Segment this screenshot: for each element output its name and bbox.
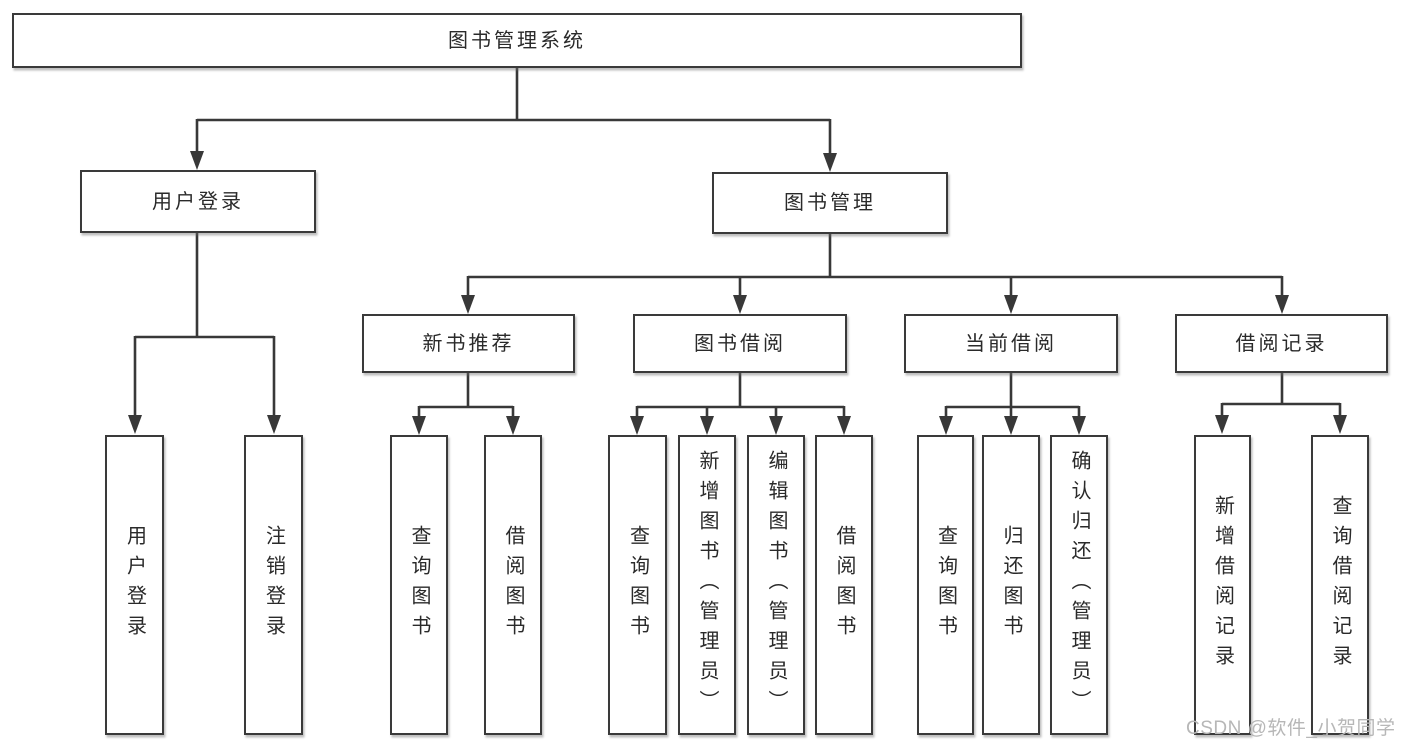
leaf-add-borrow-record-label: 新增借阅记录 — [1211, 495, 1234, 675]
leaf-query-books-3: 查询图书 — [917, 435, 974, 735]
leaf-query-books-3-label: 查询图书 — [934, 525, 957, 645]
connector-new-book-rec-children — [412, 373, 520, 435]
leaf-borrow-books-1: 借阅图书 — [484, 435, 542, 735]
connector-root-to-level2 — [190, 68, 837, 172]
connector-book-borrow-children — [630, 373, 851, 435]
leaf-query-books-2-label: 查询图书 — [626, 525, 649, 645]
connector-book-mgmt-children — [461, 234, 1289, 314]
leaf-add-borrow-record: 新增借阅记录 — [1194, 435, 1251, 735]
node-borrow-records-label: 借阅记录 — [1235, 332, 1328, 355]
node-borrow-records: 借阅记录 — [1175, 314, 1388, 373]
leaf-user-login: 用户登录 — [105, 435, 164, 735]
leaf-edit-books-admin: 编辑图书（管理员） — [747, 435, 805, 735]
connector-current-borrow-children — [939, 373, 1086, 435]
leaf-add-books-admin: 新增图书（管理员） — [678, 435, 736, 735]
node-book-borrowing-label: 图书借阅 — [694, 332, 786, 355]
node-current-borrowing-label: 当前借阅 — [965, 332, 1057, 355]
leaf-add-books-admin-label: 新增图书（管理员） — [696, 450, 718, 720]
leaf-borrow-books-2-label: 借阅图书 — [833, 525, 855, 645]
node-book-management: 图书管理 — [712, 172, 948, 234]
leaf-query-borrow-record: 查询借阅记录 — [1311, 435, 1369, 735]
leaf-borrow-books-2: 借阅图书 — [815, 435, 873, 735]
node-book-borrowing: 图书借阅 — [633, 314, 847, 373]
leaf-borrow-books-1-label: 借阅图书 — [502, 525, 524, 645]
leaf-query-books-2: 查询图书 — [608, 435, 667, 735]
connector-borrow-records-children — [1215, 373, 1347, 434]
leaf-edit-books-admin-label: 编辑图书（管理员） — [765, 450, 787, 720]
leaf-query-books-1-label: 查询图书 — [408, 525, 430, 645]
node-user-login: 用户登录 — [80, 170, 316, 233]
leaf-logout: 注销登录 — [244, 435, 303, 735]
node-new-book-recommend: 新书推荐 — [362, 314, 575, 373]
leaf-return-books-label: 归还图书 — [1000, 525, 1022, 645]
leaf-user-login-label: 用户登录 — [123, 525, 146, 645]
leaf-logout-label: 注销登录 — [262, 525, 285, 645]
leaf-confirm-return-admin-label: 确认归还（管理员） — [1068, 450, 1090, 720]
node-new-book-recommend-label: 新书推荐 — [422, 332, 515, 355]
csdn-watermark: CSDN @软件_小贺同学 — [1186, 718, 1396, 739]
connector-user-login-children — [128, 233, 281, 434]
node-user-login-label: 用户登录 — [152, 190, 244, 213]
leaf-return-books: 归还图书 — [982, 435, 1040, 735]
node-root-system-label: 图书管理系统 — [448, 29, 586, 52]
node-current-borrowing: 当前借阅 — [904, 314, 1118, 373]
node-root-system: 图书管理系统 — [12, 13, 1022, 68]
leaf-query-books-1: 查询图书 — [390, 435, 448, 735]
leaf-confirm-return-admin: 确认归还（管理员） — [1050, 435, 1108, 735]
leaf-query-borrow-record-label: 查询借阅记录 — [1329, 495, 1351, 675]
node-book-management-label: 图书管理 — [784, 192, 876, 214]
